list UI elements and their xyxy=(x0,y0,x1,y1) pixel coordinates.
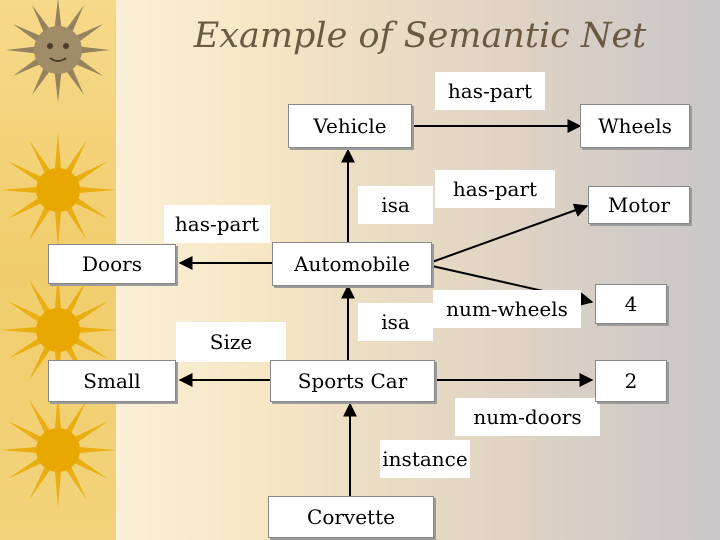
sun-ray xyxy=(54,132,62,171)
sun-ray xyxy=(0,186,39,194)
sun-ray xyxy=(73,337,109,359)
sun-ray xyxy=(29,279,51,315)
sun-ray xyxy=(54,0,62,29)
sun-ray xyxy=(73,161,109,183)
node-corvette: Corvette xyxy=(268,496,434,538)
edge-label-automobile-has-part-doors: has-part xyxy=(164,205,270,243)
node-automobile: Automobile xyxy=(272,242,432,286)
page-title: Example of Semantic Net xyxy=(193,16,647,56)
edge-label-automobile-has-part-motor: has-part xyxy=(435,170,555,208)
sun-ray xyxy=(73,301,109,323)
sun-ray xyxy=(79,46,110,54)
sun-ray xyxy=(65,205,87,241)
sun-ray xyxy=(77,446,116,454)
edge-label-size: Size xyxy=(176,322,286,362)
node-small: Small xyxy=(48,360,176,402)
node-four: 4 xyxy=(595,284,667,324)
sun-ray xyxy=(54,209,62,248)
node-doors: Doors xyxy=(48,244,176,284)
sun-ray xyxy=(29,345,51,381)
sun-ray xyxy=(73,421,109,443)
sun-ray xyxy=(75,24,104,43)
sun-ray xyxy=(0,446,39,454)
sun-icon xyxy=(36,428,80,472)
sun-face-icon xyxy=(34,26,82,74)
sun-ray xyxy=(0,326,39,334)
sun-ray xyxy=(29,465,51,501)
sun-face-eye xyxy=(63,43,69,49)
edge-label-sportscar-isa: isa xyxy=(358,303,433,341)
sun-ray xyxy=(65,465,87,501)
sun-ray xyxy=(7,421,43,443)
sun-ray xyxy=(7,337,43,359)
sun-ray xyxy=(77,186,116,194)
sun-ray xyxy=(32,4,51,33)
sun-ray xyxy=(54,71,62,102)
sun-ray xyxy=(65,279,87,315)
sun-ray xyxy=(7,197,43,219)
sun-ray xyxy=(54,392,62,431)
edge-automobile-motor xyxy=(431,203,589,263)
node-wheels: Wheels xyxy=(580,104,690,148)
sun-ray xyxy=(54,469,62,508)
sun-face-eye xyxy=(47,43,53,49)
sun-ray xyxy=(54,272,62,311)
edge-label-num-doors: num-doors xyxy=(455,398,600,436)
sun-ray xyxy=(7,301,43,323)
sun-rays xyxy=(0,0,116,508)
sun-ray xyxy=(75,57,104,76)
sun-ray xyxy=(65,139,87,175)
sun-ray xyxy=(6,46,37,54)
sun-ray xyxy=(7,457,43,479)
sun-ray xyxy=(73,197,109,219)
sun-decoration-column xyxy=(0,0,116,508)
sun-ray xyxy=(29,399,51,435)
sun-ray xyxy=(73,457,109,479)
sun-ray xyxy=(12,24,41,43)
sun-icon xyxy=(36,168,80,212)
node-vehicle: Vehicle xyxy=(288,104,412,148)
sun-ray xyxy=(65,67,84,96)
sun-ray xyxy=(7,161,43,183)
sun-ray xyxy=(29,139,51,175)
edge-label-vehicle-has-part: has-part xyxy=(435,72,545,110)
sun-ray xyxy=(12,57,41,76)
node-sports-car: Sports Car xyxy=(270,360,435,402)
sun-ray xyxy=(29,205,51,241)
sun-ray xyxy=(32,67,51,96)
sun-ray xyxy=(65,399,87,435)
edge-label-automobile-isa-vehicle: isa xyxy=(358,186,433,224)
sun-icon xyxy=(36,308,80,352)
sun-ray xyxy=(65,4,84,33)
sun-face-mouth xyxy=(49,57,67,62)
node-motor: Motor xyxy=(588,186,690,224)
edge-label-instance: instance xyxy=(380,440,470,478)
sun-ray xyxy=(77,326,116,334)
node-two: 2 xyxy=(595,360,667,402)
edge-label-num-wheels: num-wheels xyxy=(433,290,581,328)
